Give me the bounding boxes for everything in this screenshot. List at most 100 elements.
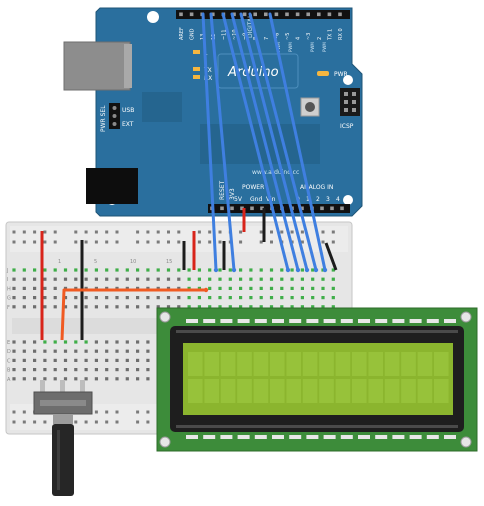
breadboard-hole — [156, 296, 160, 300]
led-tx-label: TX — [203, 67, 212, 74]
rail-hole — [167, 240, 170, 244]
wire-end — [322, 267, 328, 273]
lcd-character-cell — [302, 379, 318, 403]
breadboard-hole — [63, 296, 68, 300]
led-tx — [193, 67, 200, 71]
wire-end — [295, 267, 301, 273]
potentiometer[interactable] — [33, 380, 93, 496]
breadboard-hole — [115, 277, 119, 281]
wire-end — [203, 287, 209, 293]
breadboard-hole — [84, 296, 88, 300]
header-pin — [300, 206, 304, 211]
breadboard-hole — [300, 268, 304, 272]
rail-hole — [146, 410, 150, 414]
icsp-pin — [344, 92, 348, 96]
rail-hole — [146, 230, 150, 234]
usb-chip-area — [142, 92, 182, 122]
header-pin — [306, 12, 310, 17]
header-pin — [253, 12, 257, 17]
breadboard-hole — [12, 305, 16, 309]
breadboard-hole — [187, 277, 191, 281]
breadboard-hole — [12, 377, 16, 381]
rail-hole — [218, 240, 222, 244]
digital-header-label: DIGITAL — [247, 14, 254, 38]
rail-hole — [74, 420, 78, 424]
breadboard-hole — [74, 368, 78, 372]
breadboard-hole — [84, 268, 88, 272]
breadboard-hole — [197, 286, 201, 290]
breadboard-hole — [156, 305, 160, 309]
breadboard-hole — [94, 296, 98, 300]
lcd-pad — [358, 319, 370, 323]
wire-blue — [239, 12, 309, 272]
rail-hole — [33, 230, 37, 234]
pwm-mark: PWM — [310, 42, 315, 52]
led-rx — [193, 75, 200, 79]
lcd-character-cell — [319, 379, 334, 403]
breadboard-hole — [33, 377, 37, 381]
breadboard-hole — [136, 268, 140, 272]
pot-knob-shaft[interactable] — [52, 424, 74, 496]
lcd-pad — [375, 319, 388, 323]
breadboard-hole — [239, 277, 243, 281]
lcd-pad — [426, 435, 439, 439]
rail-hole — [12, 230, 16, 234]
dc-power-jack — [86, 168, 138, 204]
breadboard-hole — [105, 340, 109, 344]
mounting-hole — [147, 11, 159, 23]
lcd-header-pads-bottom — [186, 435, 456, 439]
breadboard-hole — [63, 340, 68, 344]
breadboard-hole — [125, 349, 129, 353]
analog-pin-label: 3 — [326, 196, 330, 203]
breadboard-hole — [146, 358, 150, 362]
lcd-character-cells — [188, 352, 449, 403]
breadboard-hole — [146, 368, 150, 372]
wire-blue — [230, 12, 300, 272]
rail-hole — [33, 420, 37, 424]
digital-pin-label: ~5 — [285, 33, 291, 40]
breadboard-hole — [146, 377, 150, 381]
pot-shaft-ridge — [57, 430, 60, 490]
breadboard-hole — [269, 268, 274, 272]
breadboard-hole — [228, 296, 232, 300]
breadboard-hole — [105, 358, 109, 362]
reset-button-cap[interactable] — [305, 102, 315, 112]
lcd-mount-hole — [159, 311, 171, 323]
digital-pin-label: 4 — [296, 37, 302, 40]
rail-hole — [12, 240, 16, 244]
breadboard-hole — [94, 286, 98, 290]
breadboard-hole — [33, 268, 37, 272]
5v-pin-label: 5V — [234, 196, 243, 203]
lcd-character-cell — [417, 352, 433, 376]
breadboard-hole — [74, 277, 78, 281]
breadboard-hole — [53, 358, 57, 362]
breadboard-hole — [12, 368, 16, 372]
breadboard-hole — [300, 305, 304, 309]
breadboard-hole — [280, 286, 284, 290]
breadboard-hole — [239, 286, 243, 290]
breadboard-hole — [53, 268, 57, 272]
icsp-pin — [344, 100, 348, 104]
rail-hole — [197, 230, 201, 234]
usb-jack-lip — [124, 44, 132, 88]
rail-hole — [208, 230, 212, 234]
lcd-pad — [289, 435, 302, 439]
breadboard-hole — [311, 305, 315, 309]
breadboard-hole — [146, 277, 150, 281]
breadboard-hole — [33, 368, 37, 372]
breadboard-hole — [22, 349, 26, 353]
wire-blue — [221, 12, 290, 272]
breadboard-hole — [197, 305, 201, 309]
wire-end — [285, 267, 291, 273]
breadboard-hole — [208, 268, 212, 272]
3v3-pin-label: 3V3 — [229, 188, 236, 200]
breadboard-hole — [53, 368, 57, 372]
breadboard-hole — [228, 277, 232, 281]
breadboard-hole — [12, 340, 16, 344]
breadboard-hole — [12, 358, 16, 362]
breadboard-hole — [290, 268, 294, 272]
breadboard-hole — [269, 305, 274, 309]
header-pin — [232, 12, 236, 17]
power-header-label: POWER — [242, 184, 264, 191]
